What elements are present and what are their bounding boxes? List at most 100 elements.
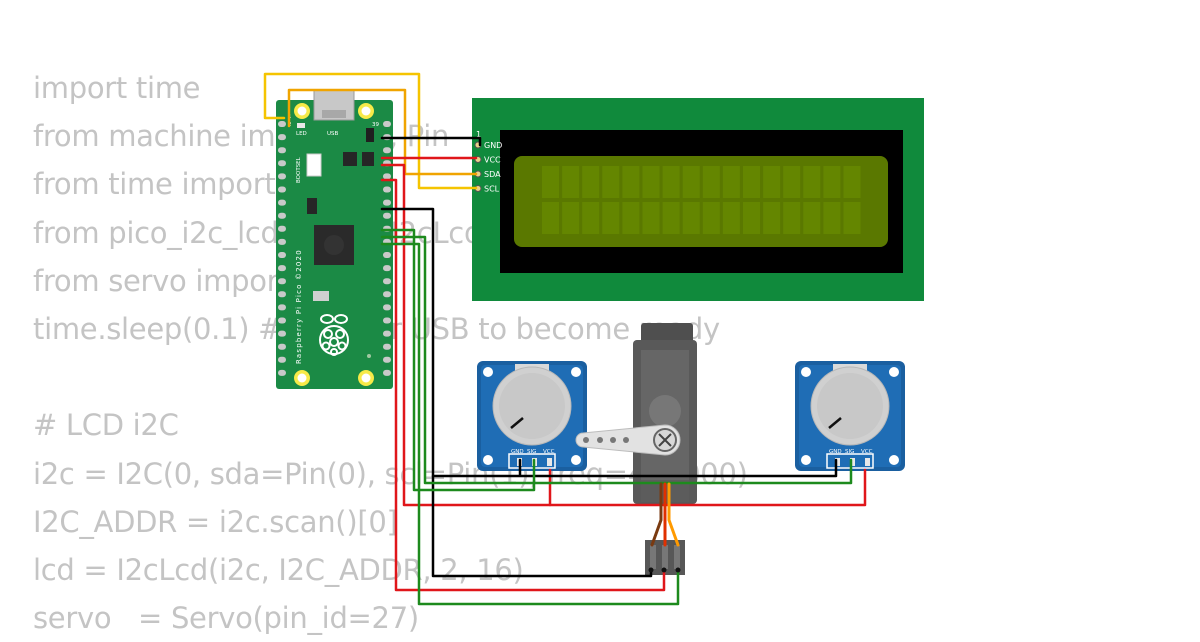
- lcd-cell: [682, 166, 700, 198]
- wires: [263, 72, 867, 606]
- lcd-cell: [803, 202, 821, 234]
- pot-pin-label: VCC: [543, 449, 555, 455]
- code-line: lcd = I2cLcd(i2c, I2C_ADDR, 2, 16): [33, 552, 524, 587]
- lcd-cell: [662, 202, 680, 234]
- lcd-cell: [642, 166, 660, 198]
- pico-pin-pad: [383, 199, 391, 206]
- bootsel-label: BOOTSEL: [296, 156, 302, 183]
- lcd-character-cells: [542, 166, 861, 234]
- wire-pot-right-signal: [380, 235, 853, 485]
- mount-hole-icon: [571, 455, 581, 465]
- wire-servo-signal: [380, 242, 680, 606]
- code-line: servo = Servo(pin_id=27): [33, 601, 419, 636]
- pico-pin-pad: [278, 186, 286, 193]
- lcd-cell: [542, 202, 559, 234]
- pico-pin-pad: [278, 252, 286, 258]
- lcd-cell: [602, 166, 620, 198]
- knob-indicator: [828, 417, 842, 429]
- pico-pin-pad: [278, 343, 286, 350]
- pico-pin-pad: [278, 121, 286, 127]
- pico-pin-pad: [278, 134, 286, 141]
- pico-pin-pad: [383, 343, 391, 350]
- lcd-cell: [783, 202, 801, 234]
- lcd-cell: [743, 202, 760, 234]
- wire-sda: [287, 88, 478, 176]
- pico-pin-pad: [278, 330, 286, 337]
- pico-pin-pad: [278, 147, 286, 154]
- pico-pin-pad: [383, 265, 391, 272]
- pico-pin-pad: [278, 212, 286, 219]
- pico-pin-pad: [278, 160, 286, 167]
- lcd-pin-label: SCL: [484, 185, 500, 194]
- servo-cable: [650, 482, 663, 547]
- pico-pin-pad: [383, 369, 391, 376]
- lcd-cell: [823, 166, 841, 198]
- lcd-cell: [682, 202, 700, 234]
- bootsel-button: [306, 153, 322, 177]
- lcd-pin-label: GND: [484, 141, 502, 150]
- pin-39-label: 39: [372, 122, 379, 128]
- wire-scl: [263, 72, 478, 190]
- wire-lcd-gnd: [380, 136, 482, 147]
- usb-label: USB: [327, 131, 339, 137]
- lcd-cell: [702, 202, 720, 234]
- pot-pin-icon: [547, 458, 552, 466]
- pico-pin-pad: [278, 278, 286, 285]
- lcd-cell: [843, 166, 861, 198]
- pot-pin-label: GND: [829, 449, 842, 455]
- wire-servo-vcc: [380, 178, 666, 592]
- pot-pin-label: SIG: [527, 449, 536, 455]
- mount-hole-icon: [483, 367, 493, 377]
- lcd-cell: [622, 202, 640, 234]
- lcd-cell: [622, 166, 640, 198]
- pot-pin-label: VCC: [861, 449, 873, 455]
- lcd-cell: [722, 202, 740, 234]
- pico-pin-pad: [278, 225, 286, 232]
- led-label: LED: [296, 131, 307, 137]
- pico-pin-pad: [383, 278, 391, 285]
- code-line: time.sleep(0.1) # Wait for USB to become…: [33, 311, 720, 346]
- wire-pot-left-signal: [380, 228, 536, 492]
- mount-hole-icon: [801, 455, 811, 465]
- mount-hole-icon: [571, 367, 581, 377]
- lcd-cell: [582, 166, 600, 198]
- code-line: I2C_ADDR = i2c.scan()[0]: [33, 504, 398, 539]
- pico-pin-pad: [383, 317, 391, 324]
- code-line: # LCD i2C: [33, 408, 179, 443]
- pot-pin-icon: [850, 458, 855, 466]
- wire-vcc-right-pot: [548, 468, 867, 507]
- pico-pin-pad: [278, 291, 286, 298]
- mount-hole-icon: [483, 455, 493, 465]
- lcd-cell: [602, 202, 620, 234]
- lcd-cell: [763, 202, 781, 234]
- lcd-cell: [542, 166, 559, 198]
- pico-pin-pad: [383, 173, 391, 180]
- lcd-cell: [702, 166, 720, 198]
- pico-pin-pad: [278, 317, 286, 324]
- mount-hole-icon: [889, 367, 899, 377]
- wire-gnd-bus: [380, 207, 653, 578]
- pico-pin-pad: [383, 304, 391, 311]
- mount-hole-icon: [801, 367, 811, 377]
- pico-pin-pad: [383, 121, 391, 127]
- wire-vcc-bus: [380, 163, 552, 507]
- lcd-cell: [743, 166, 760, 198]
- pot-pin-label: SIG: [845, 449, 854, 455]
- pot-pin-icon: [865, 458, 870, 466]
- servo-motor: [575, 323, 697, 504]
- pico-pin-pad: [278, 238, 286, 245]
- pico-pin-pad: [278, 369, 286, 376]
- lcd-cell: [562, 202, 580, 234]
- pico-pin-pad: [278, 356, 286, 363]
- pico-pin-pad: [383, 212, 391, 219]
- lcd-cell: [662, 166, 680, 198]
- raspberry-logo-icon: [319, 314, 349, 356]
- lcd-cell: [783, 166, 801, 198]
- lcd-cell: [722, 166, 740, 198]
- pico-pin-pad: [278, 265, 286, 272]
- pico-pin-pad: [383, 252, 391, 258]
